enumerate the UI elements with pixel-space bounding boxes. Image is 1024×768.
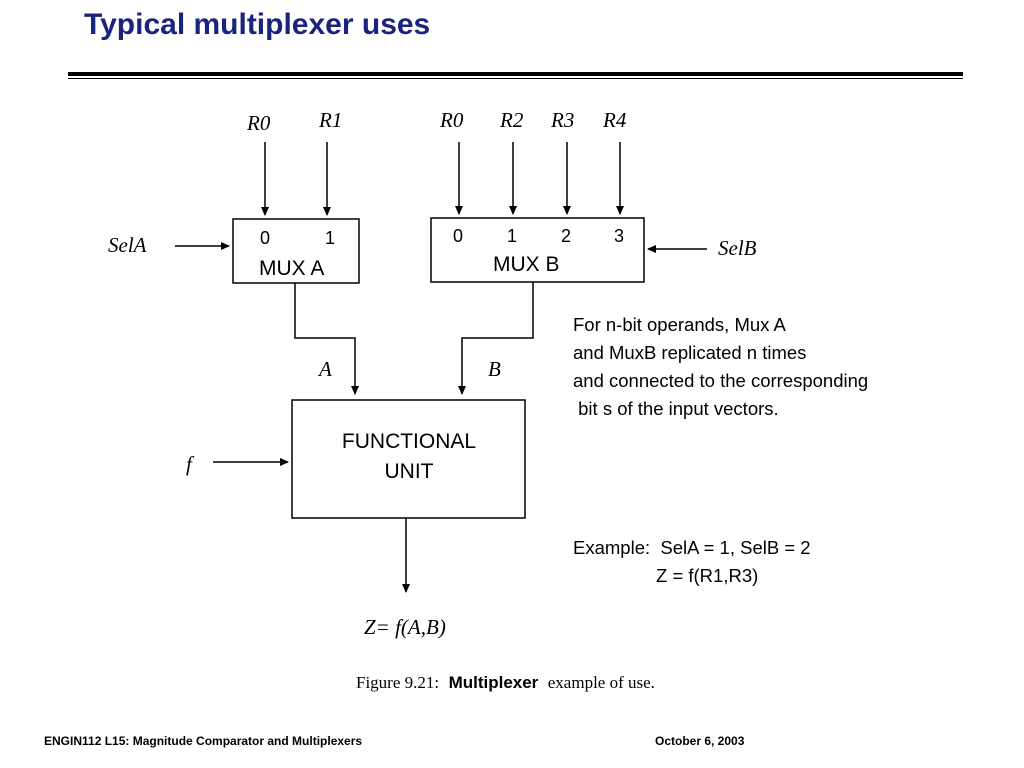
mux-a-output-wire (294, 283, 359, 395)
slide-title: Typical multiplexer uses (84, 8, 431, 41)
caption-text: example of use. (547, 673, 655, 692)
mux-a-port: 0 (260, 228, 270, 248)
mux-b-input-label: R2 (499, 108, 524, 132)
mux-b-port: 2 (561, 226, 571, 246)
mux-b-input-label: R4 (602, 108, 627, 132)
title-rule (68, 72, 963, 76)
replication-note: For n-bit operands, Mux A and MuxB repli… (573, 314, 869, 419)
mux-b-port: 1 (507, 226, 517, 246)
mux-b-input-label: R3 (550, 108, 574, 132)
mux-a-port: 1 (325, 228, 335, 248)
function-select-label: f (186, 452, 195, 476)
mux-a-input-label: R1 (318, 108, 342, 132)
output-label: Z= f(A,B) (364, 615, 446, 639)
functional-unit-label: UNIT (385, 460, 434, 483)
sel-b-label: SelB (718, 236, 757, 260)
mux-b-box (430, 217, 645, 283)
mux-a-label: MUX A (259, 257, 324, 280)
caption-emphasis: Multiplexer (448, 673, 539, 692)
caption-figure-number: Figure 9.21: (356, 673, 440, 692)
mux-b-port: 0 (453, 226, 463, 246)
operand-b-label: B (488, 357, 501, 381)
figure-caption: Figure 9.21: Multiplexer example of use. (356, 673, 655, 693)
sel-a-label: SelA (108, 233, 147, 257)
mux-a-input-label: R0 (246, 111, 271, 135)
operand-a-label: A (317, 357, 332, 381)
functional-unit-box (291, 399, 526, 519)
title-rule-thin (68, 78, 963, 79)
mux-b-port: 3 (614, 226, 624, 246)
mux-b-output-wire (458, 282, 534, 395)
functional-unit-label: FUNCTIONAL (342, 430, 476, 453)
mux-b-input-label: R0 (439, 108, 464, 132)
mux-b-label: MUX B (493, 253, 560, 276)
footer-date: October 6, 2003 (655, 734, 745, 748)
mux-a-box (232, 218, 360, 284)
example-note-result: Z = f(R1,R3) (656, 565, 759, 586)
example-note: Example: SelA = 1, SelB = 2 (573, 537, 811, 558)
footer-course: ENGIN112 L15: Magnitude Comparator and M… (44, 734, 363, 748)
